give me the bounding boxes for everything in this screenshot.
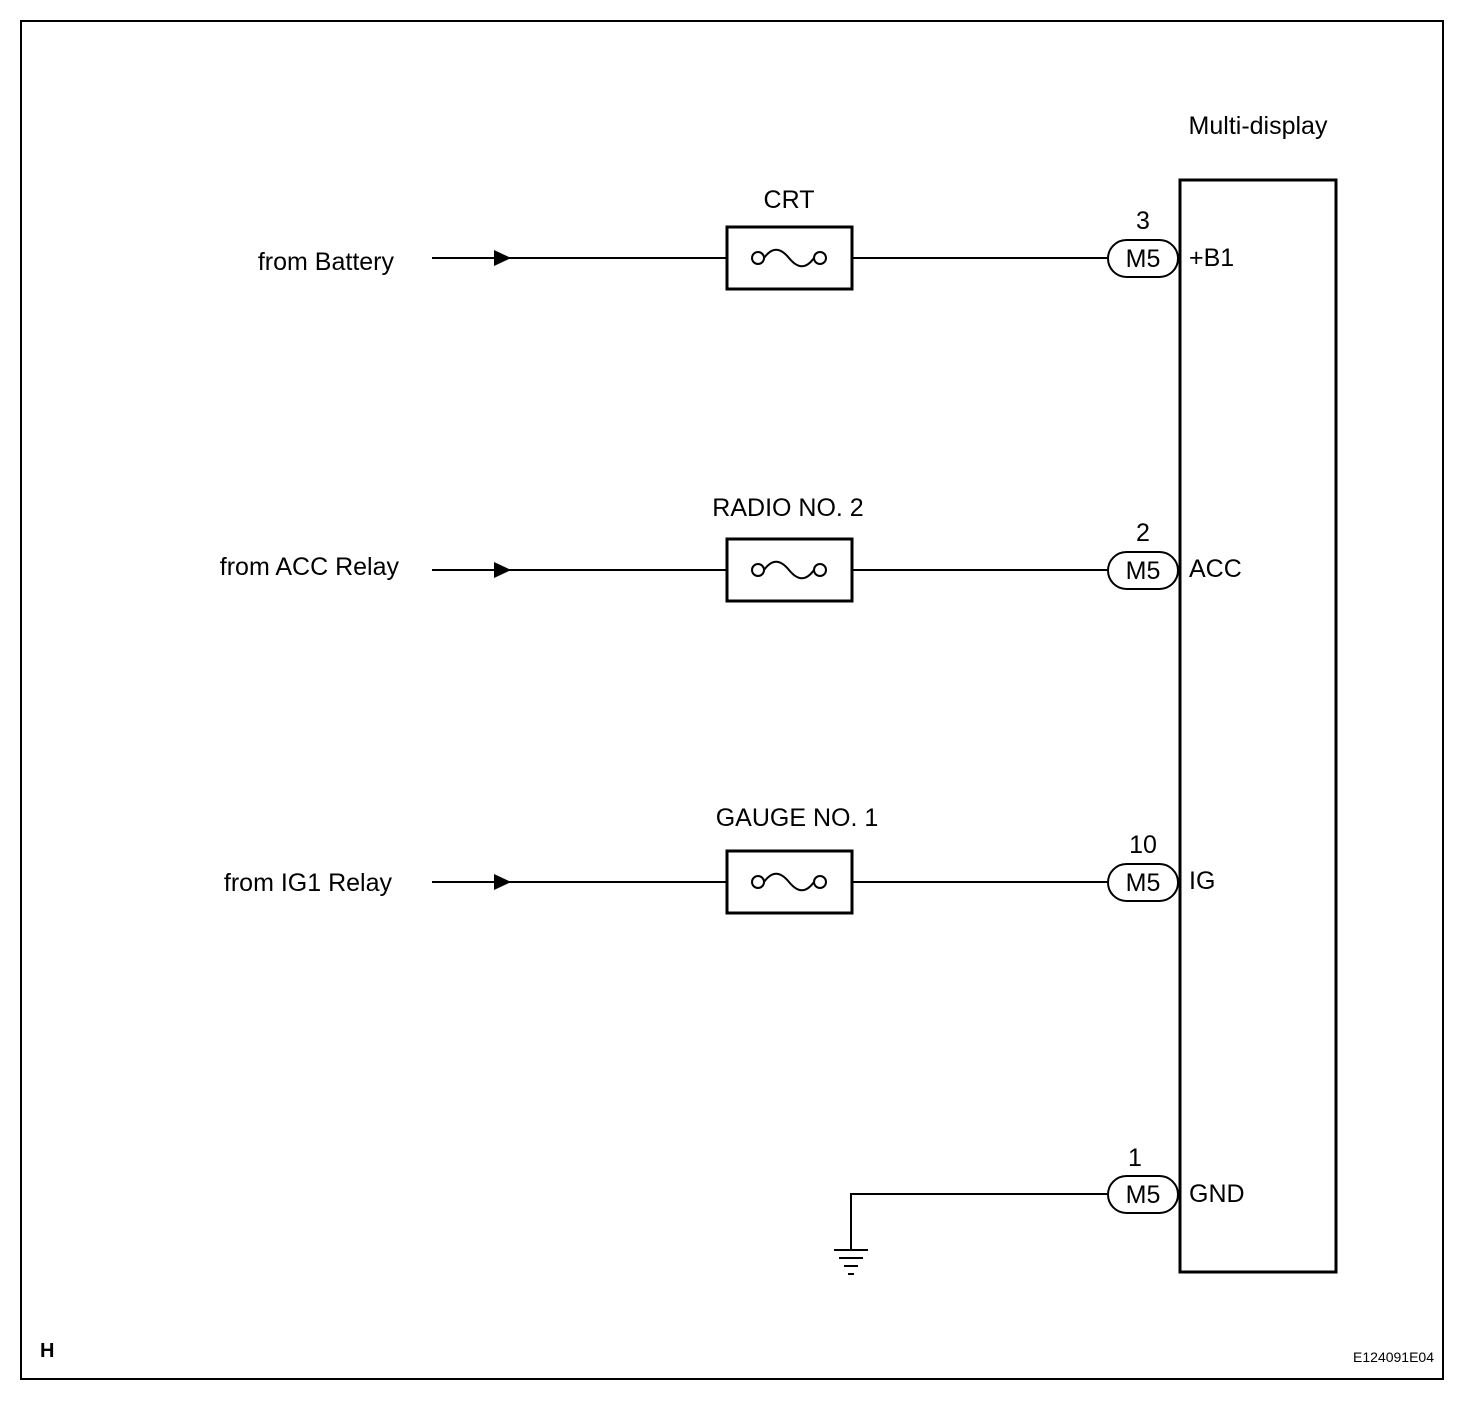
fuse-terminal-icon [813, 563, 827, 577]
figure-code: E124091E04 [1353, 1349, 1434, 1365]
fuse-label: GAUGE NO. 1 [716, 804, 879, 832]
fuse-terminal-icon [813, 251, 827, 265]
connector-badge [1107, 239, 1179, 278]
connector-badge [1107, 863, 1179, 902]
fuse-terminal-icon [813, 875, 827, 889]
connector-badge [1107, 551, 1179, 590]
pin-number: 2 [1136, 519, 1150, 547]
arrow-right-icon [494, 874, 511, 890]
fuse-element-icon [763, 872, 815, 892]
connector-label: M5 [1126, 869, 1161, 897]
diagram-frame [20, 20, 1444, 1380]
source-label: from ACC Relay [220, 553, 400, 581]
connector-label: M5 [1126, 245, 1161, 273]
fuse-terminal-icon [751, 875, 765, 889]
ground-row: 1 M5 GND [834, 1144, 1245, 1275]
connector-badge [1107, 1175, 1179, 1214]
terminal-label: ACC [1189, 555, 1242, 583]
component-title: Multi-display [1189, 112, 1328, 140]
terminal-label: +B1 [1189, 244, 1234, 272]
source-label: from Battery [258, 248, 395, 276]
fuse-terminal-icon [751, 251, 765, 265]
terminal-label: GND [1189, 1180, 1245, 1208]
source-label: from IG1 Relay [224, 869, 393, 897]
circuit-row-b1: from Battery CRT 3 M5 +B1 [258, 186, 1234, 291]
circuit-row-acc: from ACC Relay RADIO NO. 2 2 M5 ACC [220, 494, 1242, 603]
fuse-element-icon [763, 560, 815, 580]
fuse-element-icon [763, 248, 815, 268]
pin-number: 1 [1128, 1144, 1142, 1172]
arrow-right-icon [494, 562, 511, 578]
multi-display-box [1178, 178, 1338, 1274]
connector-label: M5 [1126, 557, 1161, 585]
arrow-right-icon [494, 250, 511, 266]
fuse-label: RADIO NO. 2 [712, 494, 863, 522]
connector-label: M5 [1126, 1181, 1161, 1209]
pin-number: 3 [1136, 207, 1150, 235]
ground-wire [850, 1193, 1108, 1250]
circuit-row-ig: from IG1 Relay GAUGE NO. 1 10 M5 IG [224, 804, 1215, 915]
terminal-label: IG [1189, 867, 1215, 895]
fuse-label: CRT [764, 186, 815, 214]
corner-letter: H [40, 1340, 54, 1362]
pin-number: 10 [1129, 831, 1157, 859]
fuse-terminal-icon [751, 563, 765, 577]
